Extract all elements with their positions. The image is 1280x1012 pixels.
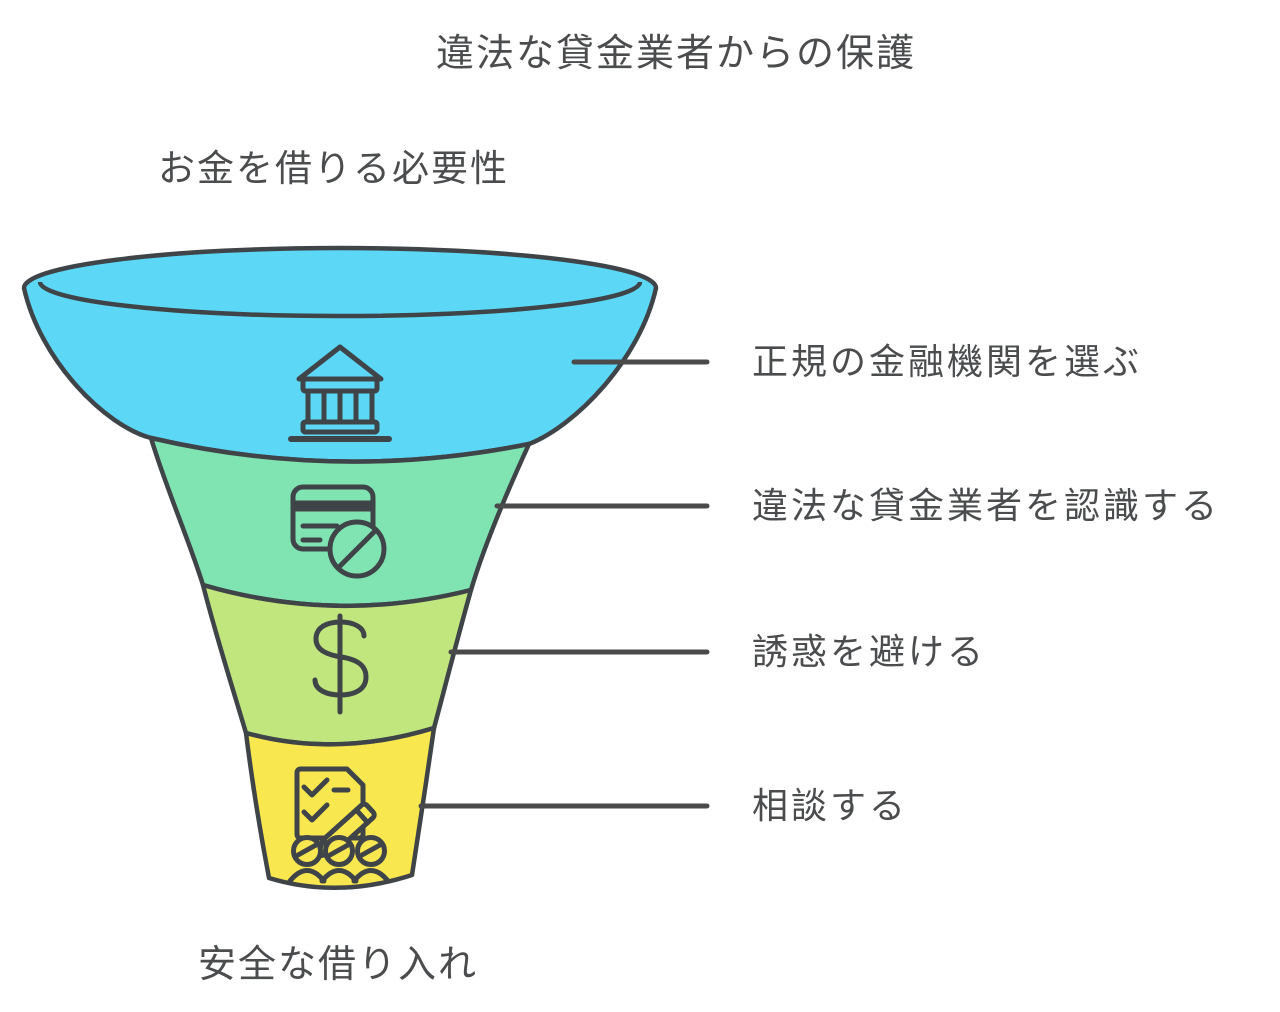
dollar-icon [312,613,369,715]
funnel-input-label: お金を借りる必要性 [158,148,509,189]
credit-card-blocked-icon [290,484,387,579]
stage-label-1: 正規の金融機関を選ぶ [752,341,1143,382]
bank-icon [288,344,392,442]
stage-label-4: 相談する [752,785,909,826]
stage-label-3: 誘惑を避ける [752,631,987,672]
funnel-output-label: 安全な借り入れ [198,944,479,986]
connector-lines [418,359,710,809]
diagram-title: 違法な貸金業者からの保護 [436,33,917,75]
stage-label-2: 違法な貸金業者を認識する [752,485,1221,526]
funnel-rim-inner-edge [37,281,643,319]
funnel-stage-2-shape [148,435,532,609]
funnel-stage-3-shape [200,582,474,747]
consult-checklist-icon [287,766,391,884]
